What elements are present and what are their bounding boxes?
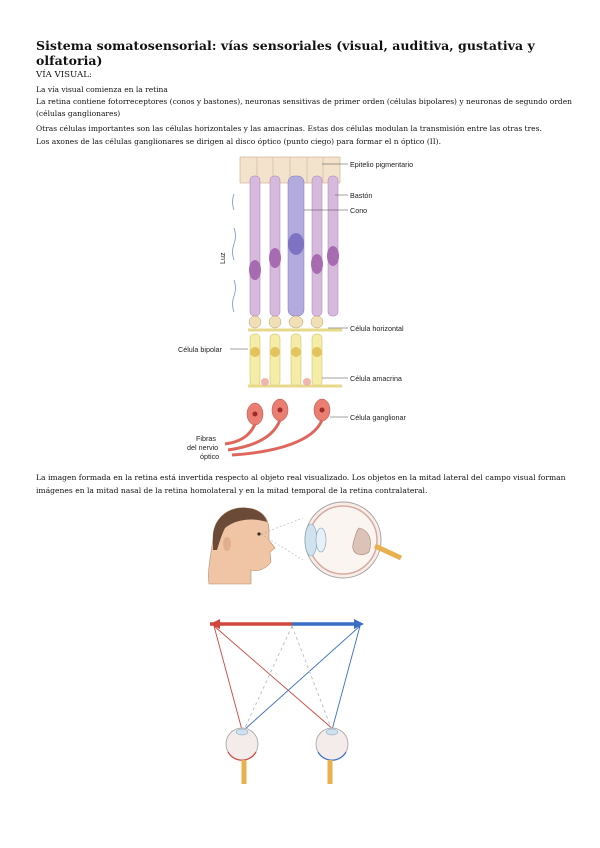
label-rod: Bastón bbox=[350, 191, 372, 200]
page-title: Sistema somatosensorial: vías sensoriale… bbox=[36, 38, 576, 68]
label-optic-fibers-1: Fibras bbox=[196, 434, 216, 443]
bipolar-layer bbox=[248, 330, 342, 386]
visual-field-figure bbox=[200, 612, 375, 792]
label-optic-fibers-2: del nervio bbox=[187, 443, 218, 452]
label-pigment-epithelium: Epitelio pigmentario bbox=[350, 160, 413, 169]
label-optic-fibers-3: óptico bbox=[200, 452, 219, 461]
paragraph: La retina contiene fotorreceptores (cono… bbox=[36, 96, 576, 120]
paragraph: La vía visual comienza en la retina bbox=[36, 84, 576, 96]
retina-diagram: Epitelio pigmentario Bastón Cono Luz Cél… bbox=[170, 152, 440, 462]
left-eye bbox=[226, 728, 258, 784]
label-cone: Cono bbox=[350, 206, 367, 215]
paragraph: La imagen formada en la retina está inve… bbox=[36, 471, 568, 497]
label-light: Luz bbox=[218, 252, 227, 264]
label-ganglion-cell: Célula ganglionar bbox=[350, 413, 407, 422]
eye-cross-section bbox=[305, 502, 401, 578]
section-label: VÍA VISUAL: bbox=[36, 70, 92, 80]
photoreceptor-layer bbox=[249, 176, 339, 328]
light-arrows bbox=[233, 194, 236, 312]
visual-field-bar bbox=[210, 619, 364, 629]
label-horizontal-cell: Célula horizontal bbox=[350, 324, 404, 333]
label-amacrine-cell: Célula amacrina bbox=[350, 374, 402, 383]
right-eye bbox=[316, 728, 348, 784]
head-eye-figure bbox=[195, 500, 415, 590]
ganglion-layer bbox=[225, 399, 330, 455]
head-illustration bbox=[208, 508, 275, 584]
paragraph: Otras células importantes son las célula… bbox=[36, 123, 576, 135]
label-bipolar-cell: Célula bipolar bbox=[178, 345, 223, 354]
visual-field-rays bbox=[214, 626, 360, 730]
paragraph: Los axones de las células ganglionares s… bbox=[36, 136, 576, 148]
